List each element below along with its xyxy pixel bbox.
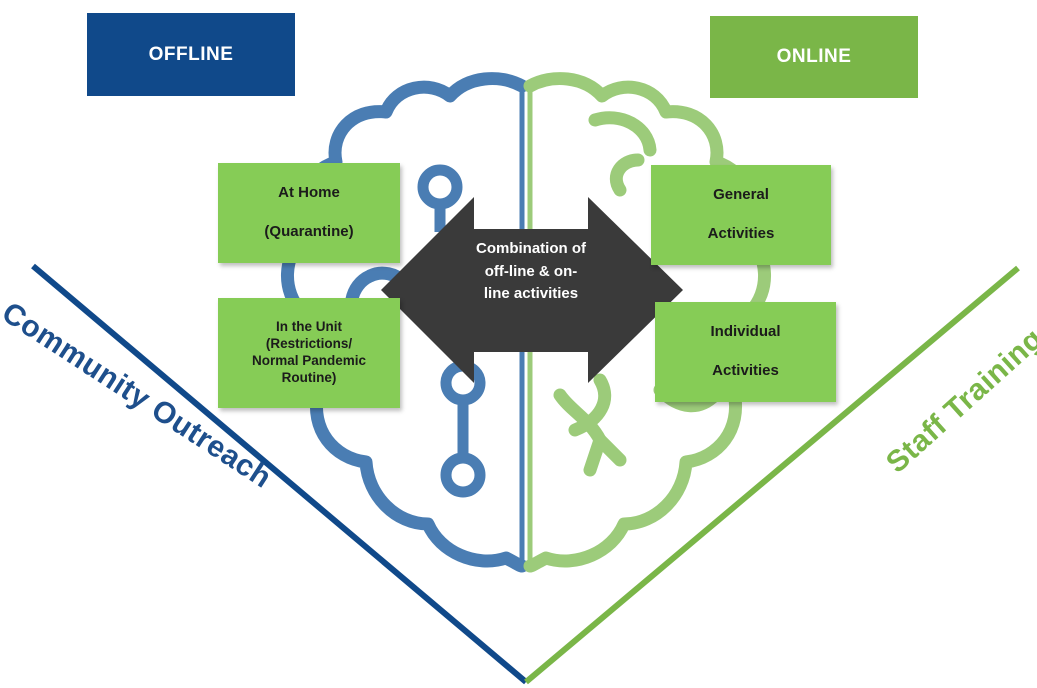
at-home-line: At Home [278, 183, 340, 201]
double-arrow-icon [381, 197, 683, 383]
individual-activities-box: Individual Activities [655, 302, 836, 402]
arrow-label: Combination of off-line & on- line activ… [446, 238, 616, 306]
restrictions-line: (Restrictions/ [265, 336, 353, 352]
general-activities-line: Activities [707, 225, 775, 243]
circuit-nodes-icon [417, 164, 486, 498]
individual-line: Individual [710, 322, 781, 340]
in-the-unit-line: In the Unit [276, 319, 342, 335]
offline-header-label: OFFLINE [148, 43, 234, 65]
in-the-unit-box: In the Unit (Restrictions/ Normal Pandem… [218, 298, 400, 408]
individual-activities-line: Activities [712, 362, 779, 380]
arrow-label-line-2: off-line & on- [484, 262, 578, 280]
quarantine-line: (Quarantine) [264, 223, 354, 241]
normal-pandemic-line: Normal Pandemic [251, 353, 367, 368]
arrow-label-line-3: line activities [483, 285, 579, 302]
online-header: ONLINE [710, 16, 918, 98]
general-line: General [713, 185, 769, 203]
offline-header: OFFLINE [87, 13, 295, 96]
online-header-label: ONLINE [776, 46, 852, 67]
staff-training-axis-line [524, 265, 1020, 685]
at-home-box: At Home (Quarantine) [218, 163, 400, 263]
general-activities-box: General Activities [651, 165, 831, 265]
routine-line: Routine) [281, 369, 337, 385]
arrow-label-line-1: Combination of [476, 240, 586, 257]
community-outreach-axis-line [31, 263, 528, 685]
